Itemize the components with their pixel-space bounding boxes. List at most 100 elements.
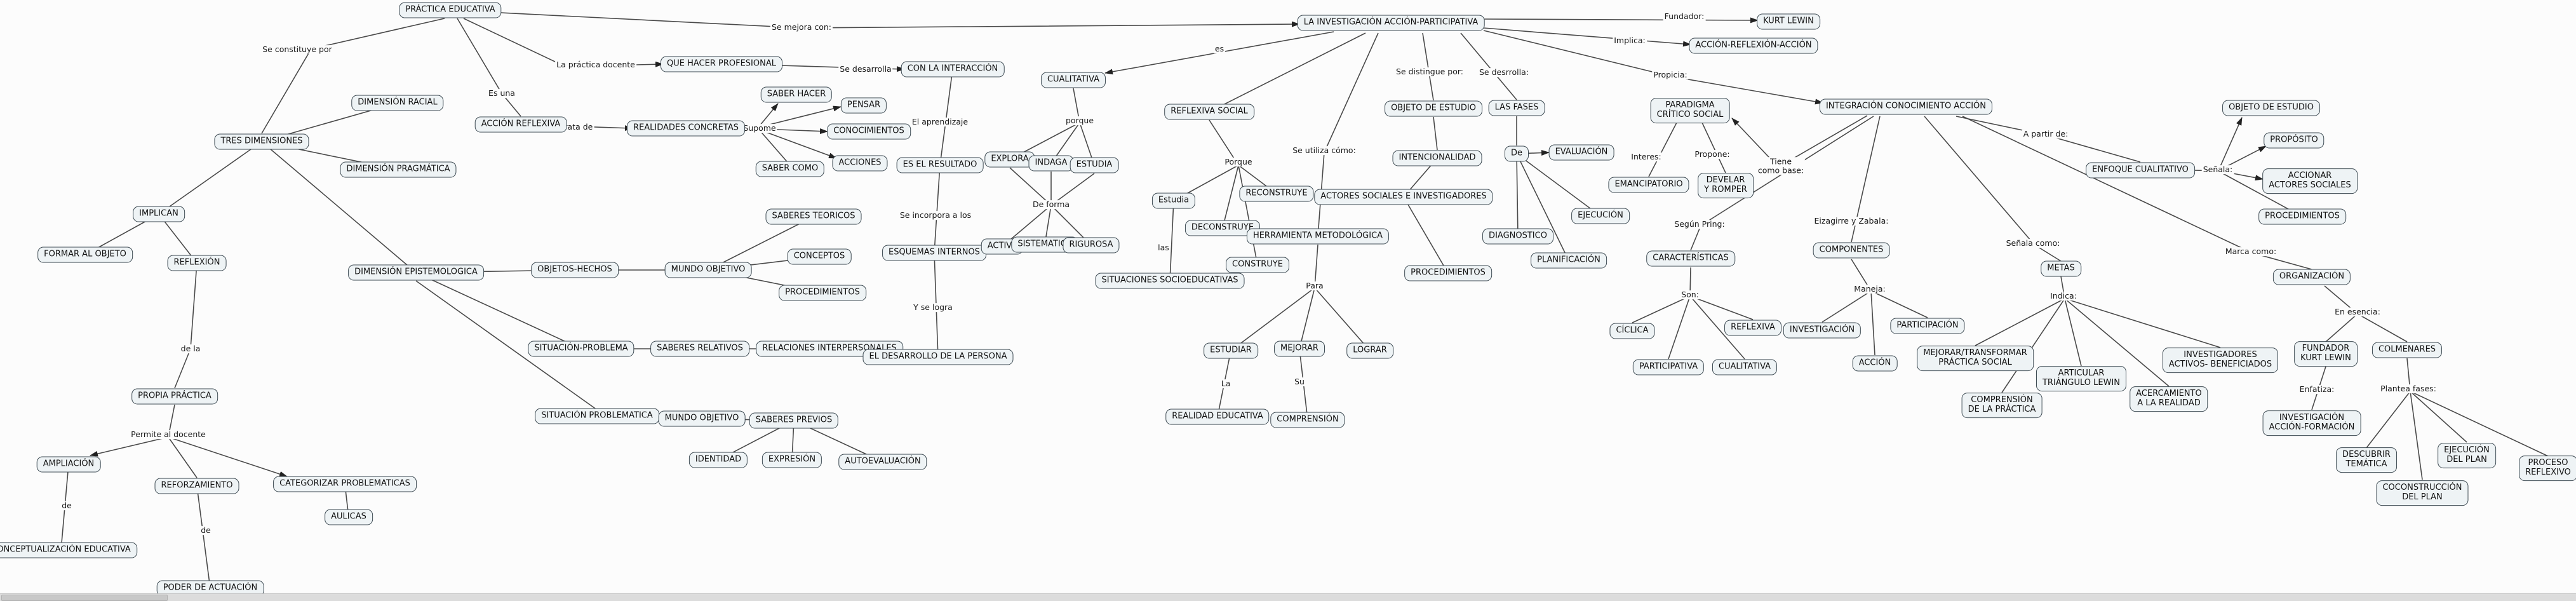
concept-identidad[interactable]: IDENTIDAD [688, 452, 748, 468]
concept-estudiar[interactable]: ESTUDIAR [1204, 342, 1258, 359]
concept-objeto-de-estudio-1[interactable]: OBJETO DE ESTUDIO [1385, 100, 1482, 117]
concept-accion[interactable]: ACCIÓN [1852, 355, 1898, 372]
link-label-indica[interactable]: Indica: [2049, 291, 2078, 301]
concept-conceptualizacion-educativa[interactable]: CONCEPTUALIZACIÓN EDUCATIVA [0, 542, 137, 558]
concept-dimension-racial[interactable]: DIMENSIÓN RACIAL [351, 95, 444, 111]
concept-construye[interactable]: CONSTRUYE [1226, 257, 1289, 273]
concept-ejecucion-1[interactable]: EJECUCIÓN [1571, 208, 1630, 224]
concept-herramienta-metodologica[interactable]: HERRAMIENTA METODOLÓGICA [1246, 228, 1390, 245]
link-label-el-aprendizaje[interactable]: El aprendizaje [910, 117, 970, 127]
link-label-es-una[interactable]: Es una [487, 88, 516, 98]
concept-accion-reflexion-accion[interactable]: ACCIÓN-REFLEXIÓN-ACCIÓN [1689, 37, 1818, 54]
concept-accionar-actores-sociales[interactable]: ACCIONAR ACTORES SOCIALES [2262, 168, 2358, 194]
concept-dimension-pragmatica[interactable]: DIMENSIÓN PRAGMÁTICA [340, 161, 457, 178]
concept-coconstruccion-del-plan[interactable]: COCONSTRUCCIÓN DEL PLAN [2376, 480, 2469, 506]
link-label-plantea-fases[interactable]: Plantea fases: [2379, 384, 2438, 394]
concept-realidades-concretas[interactable]: REALIDADES CONCRETAS [627, 120, 745, 137]
link-label-se-constituye-por[interactable]: Se constituye por [261, 44, 333, 55]
link-label-eizagirre-y-zabala[interactable]: Eizagirre y Zabala: [1813, 216, 1890, 226]
concept-implican[interactable]: IMPLICAN [133, 206, 185, 222]
link-label-segun-pring[interactable]: Según Pring: [1673, 219, 1726, 229]
link-label-la-practica-docente[interactable]: La práctica docente [555, 60, 636, 70]
concept-dimension-epistemologica[interactable]: DIMENSIÓN EPISTEMOLOGICA [348, 264, 484, 281]
link-label-son[interactable]: Son: [1680, 290, 1700, 300]
concept-investigacion-ap[interactable]: LA INVESTIGACIÓN ACCIÓN-PARTICIPATIVA [1297, 15, 1485, 31]
concept-propia-practica[interactable]: PROPIA PRÁCTICA [131, 388, 218, 405]
concept-acercamiento-a-la-realidad[interactable]: ACERCAMIENTO A LA REALIDAD [2130, 386, 2208, 412]
concept-participacion[interactable]: PARTICIPACIÓN [1890, 318, 1965, 334]
concept-mundo-objetivo-2[interactable]: MUNDO OBJETIVO [658, 410, 746, 427]
concept-saberes-teoricos[interactable]: SABERES TEORICOS [765, 208, 862, 225]
link-label-es[interactable]: es [1213, 44, 1226, 54]
concept-relaciones-interpersonales[interactable]: RELACIONES INTERPERSONALES [756, 341, 903, 357]
concept-acciones[interactable]: ACCIONES [832, 155, 888, 172]
concept-mejorar-transformar[interactable]: MEJORAR/TRANSFORMAR PRÁCTICA SOCIAL [1917, 346, 2034, 371]
link-label-tiene-como-base[interactable]: Tiene como base: [1756, 156, 1806, 175]
concept-estudia-2[interactable]: Estudia [1151, 192, 1196, 209]
concept-ampliacion[interactable]: AMPLIACIÓN [36, 456, 101, 473]
concept-ciclica[interactable]: CÍCLICA [1609, 323, 1655, 339]
concept-mejorar[interactable]: MEJORAR [1274, 341, 1325, 357]
concept-saber-como[interactable]: SABER COMO [755, 161, 825, 177]
link-label-porque-1[interactable]: porque [1064, 116, 1096, 126]
concept-participativa[interactable]: PARTICIPATIVA [1632, 359, 1705, 375]
link-label-la[interactable]: La [1219, 379, 1232, 389]
link-label-se-distingue-por[interactable]: Se distingue por: [1394, 67, 1465, 77]
link-label-maneja[interactable]: Maneja: [1853, 284, 1887, 294]
concept-articular-triangulo-lewin[interactable]: ARTICULAR TRIÁNGULO LEWIN [2036, 366, 2127, 391]
concept-situacion-problematica[interactable]: SITUACIÓN PROBLEMATICA [535, 408, 659, 424]
concept-saber-hacer[interactable]: SABER HACER [760, 86, 833, 103]
concept-formar-al-objeto[interactable]: FORMAR AL OBJETO [37, 246, 133, 263]
concept-integracion-conocimiento-accion[interactable]: INTEGRACIÓN CONOCIMIENTO ACCIÓN [1819, 98, 1993, 115]
concept-autoevaluacion[interactable]: AUTOEVALUACIÓN [838, 454, 927, 470]
link-label-senala[interactable]: Señala: [2201, 165, 2234, 175]
concept-reconstruye[interactable]: RECONSTRUYE [1239, 186, 1314, 202]
link-label-enfatiza[interactable]: Enfatiza: [2298, 384, 2336, 395]
link-label-propone[interactable]: Propone: [1693, 149, 1731, 159]
concept-practica-educativa[interactable]: PRÁCTICA EDUCATIVA [399, 2, 502, 18]
concept-mundo-objetivo[interactable]: MUNDO OBJETIVO [664, 262, 752, 278]
link-label-se-desarrolla[interactable]: Se desarrolla [838, 64, 893, 74]
concept-develar-y-romper[interactable]: DEVELAR Y ROMPER [1698, 173, 1754, 198]
concept-enfoque-cualitativo[interactable]: ENFOQUE CUALITATIVO [2086, 162, 2195, 179]
concept-esquemas-internos[interactable]: ESQUEMAS INTERNOS [882, 245, 986, 261]
link-label-supome[interactable]: Supome [742, 123, 777, 133]
concept-comprension-de-la-practica[interactable]: COMPRENSIÓN DE LA PRÁCTICA [1961, 393, 2043, 418]
link-label-se-mejora-con[interactable]: Se mejora con: [770, 22, 833, 32]
link-label-en-esencia[interactable]: En esencia: [2333, 307, 2382, 317]
link-label-se-desrrolla[interactable]: Se desrrolla: [1478, 67, 1530, 78]
link-label-de-2[interactable]: de [199, 525, 212, 536]
concept-organizacion[interactable]: ORGANIZACIÓN [2272, 269, 2351, 285]
concept-proceso-reflexivo[interactable]: PROCESO REFLEXIVO [2519, 456, 2576, 481]
concept-saberes-previos[interactable]: SABERES PREVIOS [749, 412, 839, 429]
concept-conocimientos[interactable]: CONOCIMIENTOS [827, 123, 911, 140]
concept-expresion[interactable]: EXPRESIÓN [761, 452, 822, 468]
concept-procedimientos-2[interactable]: PROCEDIMIENTOS [1404, 265, 1492, 281]
concept-descubrir-tematica[interactable]: DESCUBRIR TEMÁTICA [2336, 447, 2397, 473]
concept-reforzamiento[interactable]: REFORZAMIENTO [154, 478, 239, 494]
concept-de-fase[interactable]: De [1504, 145, 1529, 162]
concept-rigurosa[interactable]: RIGUROSA [1063, 237, 1120, 253]
link-label-senala-como[interactable]: Señala como: [2004, 238, 2062, 248]
concept-metas[interactable]: METAS [2041, 260, 2081, 277]
concept-que-hacer-profesional[interactable]: QUE HACER PROFESIONAL [661, 56, 782, 72]
concept-saberes-relativos[interactable]: SABERES RELATIVOS [650, 341, 749, 357]
concept-conceptos[interactable]: CONCEPTOS [787, 248, 852, 265]
concept-accion-reflexiva[interactable]: ACCIÓN REFLEXIVA [474, 116, 567, 133]
concept-emancipatorio[interactable]: EMANCIPATORIO [1608, 177, 1689, 193]
concept-tres-dimensiones[interactable]: TRES DIMENSIONES [214, 133, 309, 150]
link-label-de-la[interactable]: de la [179, 344, 202, 354]
link-label-a-partir-de[interactable]: A partir de: [2022, 129, 2070, 139]
link-label-implica[interactable]: Implica: [1613, 36, 1647, 46]
concept-actores-sociales[interactable]: ACTORES SOCIALES E INVESTIGADORES [1314, 189, 1493, 205]
concept-con-la-interaccion[interactable]: CON LA INTERACCIÓN [901, 61, 1005, 78]
scrollbar-thumb[interactable] [1, 595, 168, 601]
concept-intencionalidad[interactable]: INTENCIONALIDAD [1392, 150, 1482, 166]
concept-procedimientos-1[interactable]: PROCEDIMIENTOS [779, 285, 866, 301]
concept-kurt-lewin[interactable]: KURT LEWIN [1757, 13, 1820, 30]
concept-explora[interactable]: EXPLORA [984, 151, 1035, 168]
concept-planificacion[interactable]: PLANIFICACIÓN [1531, 252, 1607, 269]
link-label-fundador[interactable]: Fundador: [1663, 11, 1706, 22]
link-label-se-incorpora-a-los[interactable]: Se incorpora a los [898, 210, 973, 220]
concept-reflexiva[interactable]: REFLEXIVA [1724, 320, 1781, 336]
